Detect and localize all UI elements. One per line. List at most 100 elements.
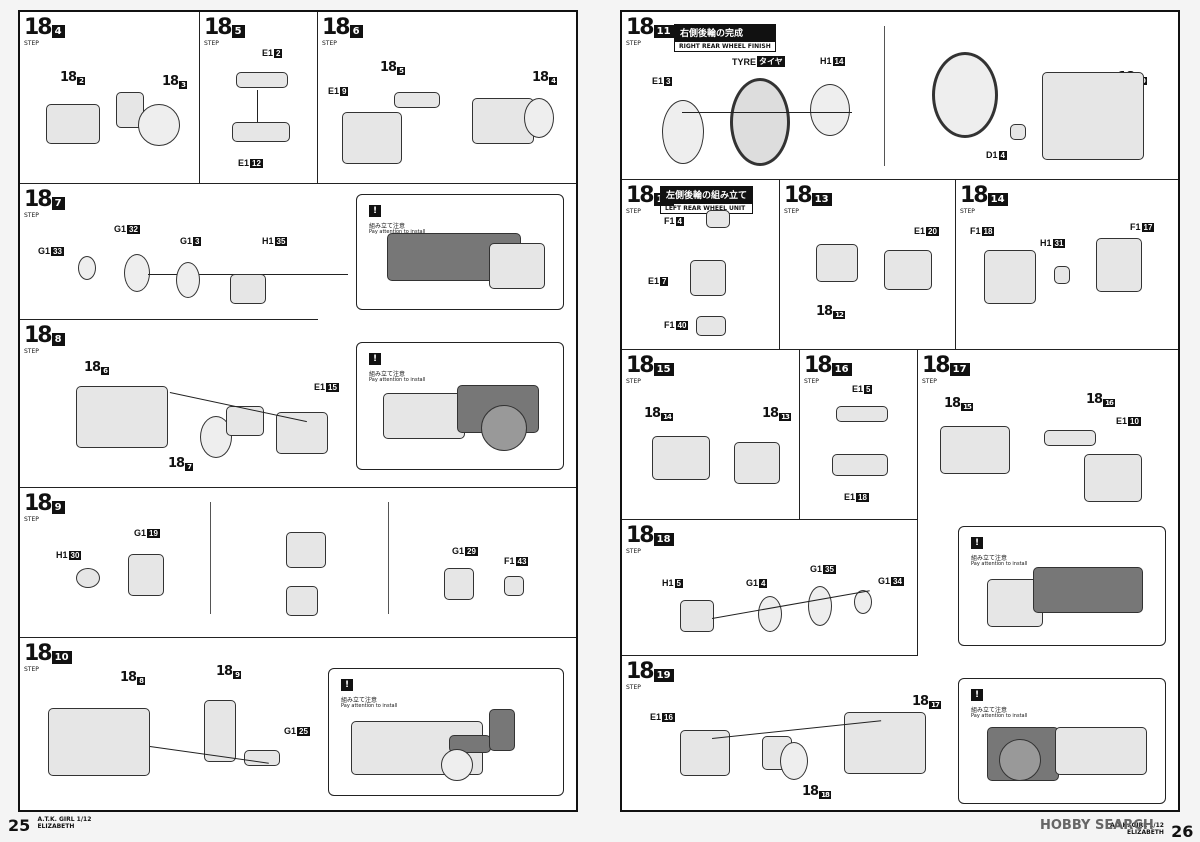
footer-title: A.T.K. GIRL 1/12: [37, 816, 92, 823]
divider-line: [388, 502, 389, 614]
page-footer-right: A.T.K. GIRL 1/12 ELIZABETH 26: [1110, 822, 1193, 841]
footer-subtitle: ELIZABETH: [1126, 829, 1164, 836]
assembly-part: [244, 750, 280, 766]
caution-note: ! 組み立て注意 Pay attention to install: [356, 194, 564, 310]
assembly-part: [236, 72, 288, 88]
warning-icon: !: [971, 537, 983, 549]
assembly-part: [116, 92, 144, 128]
note-en: Pay attention to install: [369, 229, 426, 235]
divider-line: [884, 26, 885, 166]
assembly-part: [489, 243, 545, 289]
footer-title: A.T.K. GIRL 1/12: [1110, 822, 1164, 829]
wheel-part: [176, 262, 200, 298]
wheel-part: [524, 98, 554, 138]
wheel-part: [441, 749, 473, 781]
note-jp: 組み立て注意: [341, 697, 378, 704]
assembly-part: [1044, 430, 1096, 446]
assembly-part: [286, 586, 318, 616]
section-heading: 右側後輪の完成 RIGHT REAR WHEEL FINISH: [674, 24, 776, 52]
wheel-part: [481, 405, 527, 451]
wheel-part: [138, 104, 180, 146]
assembly-part: [128, 554, 164, 596]
assembly-part: [1096, 238, 1142, 292]
warning-icon: !: [971, 689, 983, 701]
assembly-part: [940, 426, 1010, 474]
washer-part: [854, 590, 872, 614]
assembly-part: [706, 210, 730, 228]
assembly-arrow: [712, 590, 870, 619]
assembly-part: [444, 568, 474, 600]
assembly-part: [504, 576, 524, 596]
assembly-part: [652, 436, 710, 480]
section-heading: 左側後輪の組み立て LEFT REAR WHEEL UNIT: [660, 186, 754, 214]
divider-line: [210, 502, 211, 614]
wheel-part: [810, 84, 850, 136]
wheel-part: [124, 254, 150, 292]
tyre-icon: [932, 52, 998, 138]
note-en: Pay attention to install: [369, 377, 426, 383]
assembly-part: [383, 393, 465, 439]
note-en: Pay attention to install: [971, 561, 1028, 567]
assembly-part: [832, 454, 888, 476]
assembly-part: [232, 122, 290, 142]
assembly-part: [1042, 72, 1144, 160]
assembly-part: [1084, 454, 1142, 502]
assembly-part: [1010, 124, 1026, 140]
assembly-part: [816, 244, 858, 282]
assembly-part: [690, 260, 726, 296]
caution-note: ! 組み立て注意 Pay attention to install: [958, 526, 1166, 646]
assembly-part: [844, 712, 926, 774]
assembly-part: [472, 98, 534, 144]
assembly-part: [836, 406, 888, 422]
assembly-arrow: [257, 90, 258, 126]
wheel-part: [808, 586, 832, 626]
caution-note: ! 組み立て注意 Pay attention to install: [356, 342, 564, 470]
